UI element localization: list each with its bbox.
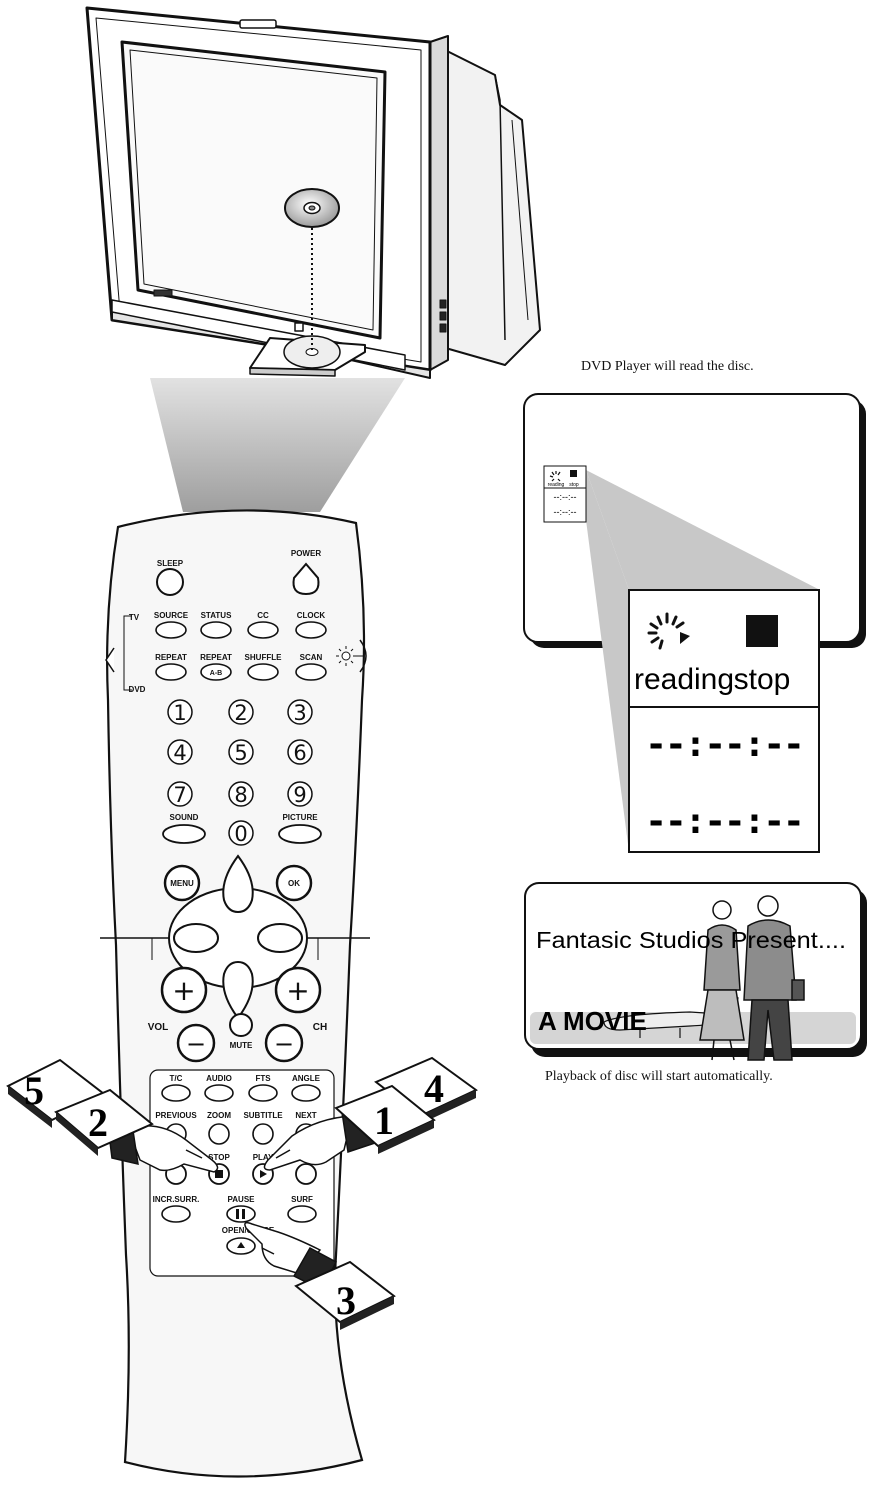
- power-label: POWER: [291, 549, 321, 558]
- shuffle-button[interactable]: [248, 664, 278, 680]
- digit-4: 4: [173, 741, 186, 765]
- clock-label: CLOCK: [297, 611, 326, 620]
- light-icon: [336, 646, 356, 666]
- step-4-number: 4: [424, 1066, 444, 1111]
- digit-1: 1: [173, 701, 186, 725]
- source-button[interactable]: [156, 622, 186, 638]
- pause-label: PAUSE: [228, 1195, 256, 1204]
- next-label: NEXT: [295, 1111, 316, 1120]
- vol-minus: −: [186, 1030, 206, 1058]
- ch-minus: −: [274, 1030, 294, 1058]
- digit-7: 7: [173, 783, 186, 807]
- ch-label: CH: [313, 1022, 327, 1033]
- sound-button[interactable]: [163, 825, 205, 843]
- incr-surr-button[interactable]: [162, 1206, 190, 1222]
- movie-subtitle: A MOVIE: [538, 1006, 647, 1036]
- tv-switch-label: TV: [129, 613, 140, 622]
- osd-small-stop-icon: [570, 470, 577, 477]
- nav-right-button[interactable]: [258, 924, 302, 952]
- audio-label: AUDIO: [206, 1074, 232, 1083]
- step-3-number: 3: [336, 1278, 356, 1323]
- shuffle-label: SHUFFLE: [245, 653, 283, 662]
- nav-left-button[interactable]: [174, 924, 218, 952]
- ab-label: A-B: [210, 670, 222, 677]
- tv-back: [435, 45, 540, 365]
- repeat-button[interactable]: [156, 664, 186, 680]
- mute-label: MUTE: [230, 1041, 253, 1050]
- tc-label: T/C: [170, 1074, 183, 1083]
- surf-button[interactable]: [288, 1206, 316, 1222]
- ch-plus: +: [286, 974, 309, 1007]
- digit-9: 9: [293, 783, 306, 807]
- status-button[interactable]: [201, 622, 231, 638]
- previous-label: PREVIOUS: [155, 1111, 197, 1120]
- movie-title: Fantasic Studios Present....: [536, 927, 846, 953]
- digit-8: 8: [234, 783, 247, 807]
- sound-label: SOUND: [170, 813, 199, 822]
- menu-label: MENU: [170, 879, 194, 888]
- step-2-number: 2: [88, 1100, 108, 1145]
- cc-button[interactable]: [248, 622, 278, 638]
- zoom-label: ZOOM: [207, 1111, 231, 1120]
- source-label: SOURCE: [154, 611, 189, 620]
- forward-button[interactable]: [296, 1164, 316, 1184]
- osd-reading-label: reading: [634, 663, 734, 696]
- step-5-number: 5: [24, 1068, 44, 1113]
- sleep-button[interactable]: [157, 569, 183, 595]
- vol-label: VOL: [148, 1022, 169, 1033]
- mute-button[interactable]: [230, 1014, 252, 1036]
- clock-button[interactable]: [296, 622, 326, 638]
- digit-3: 3: [293, 701, 306, 725]
- angle-label: ANGLE: [292, 1074, 321, 1083]
- subtitle-button[interactable]: [253, 1124, 273, 1144]
- step-1-number: 1: [374, 1098, 394, 1143]
- fts-button[interactable]: [249, 1085, 277, 1101]
- repeat-label: REPEAT: [155, 653, 187, 662]
- osd-small-time-1: --:--:--: [554, 492, 577, 502]
- fts-label: FTS: [255, 1074, 271, 1083]
- signal-beam: [150, 378, 405, 512]
- vol-plus: +: [172, 974, 195, 1007]
- surf-label: SURF: [291, 1195, 313, 1204]
- incr-surr-label: INCR.SURR.: [153, 1195, 200, 1204]
- digit-5: 5: [234, 741, 247, 765]
- picture-button[interactable]: [279, 825, 321, 843]
- tc-button[interactable]: [162, 1085, 190, 1101]
- audio-button[interactable]: [205, 1085, 233, 1101]
- osd-stop-icon: [746, 615, 778, 647]
- repeat-ab-label: REPEAT: [200, 653, 232, 662]
- osd-small-time-2: --:--:--: [554, 507, 577, 517]
- zoom-button[interactable]: [209, 1124, 229, 1144]
- sleep-label: SLEEP: [157, 559, 184, 568]
- osd-stop-label: stop: [734, 663, 791, 696]
- osd-time-2: --:--:--: [645, 801, 802, 842]
- status-label: STATUS: [201, 611, 232, 620]
- pause-button[interactable]: [227, 1206, 255, 1222]
- osd-time-1: --:--:--: [645, 724, 802, 765]
- television: [87, 8, 540, 378]
- digit-0: 0: [234, 822, 247, 846]
- digit-2: 2: [234, 701, 247, 725]
- angle-button[interactable]: [292, 1085, 320, 1101]
- ok-label: OK: [288, 879, 300, 888]
- subtitle-label: SUBTITLE: [243, 1111, 283, 1120]
- scan-label: SCAN: [300, 653, 323, 662]
- digit-6: 6: [293, 741, 306, 765]
- cc-label: CC: [257, 611, 269, 620]
- scan-button[interactable]: [296, 664, 326, 680]
- osd-small-reading-label: reading: [548, 482, 565, 488]
- osd-small-stop-label: stop: [569, 482, 579, 488]
- picture-label: PICTURE: [282, 813, 318, 822]
